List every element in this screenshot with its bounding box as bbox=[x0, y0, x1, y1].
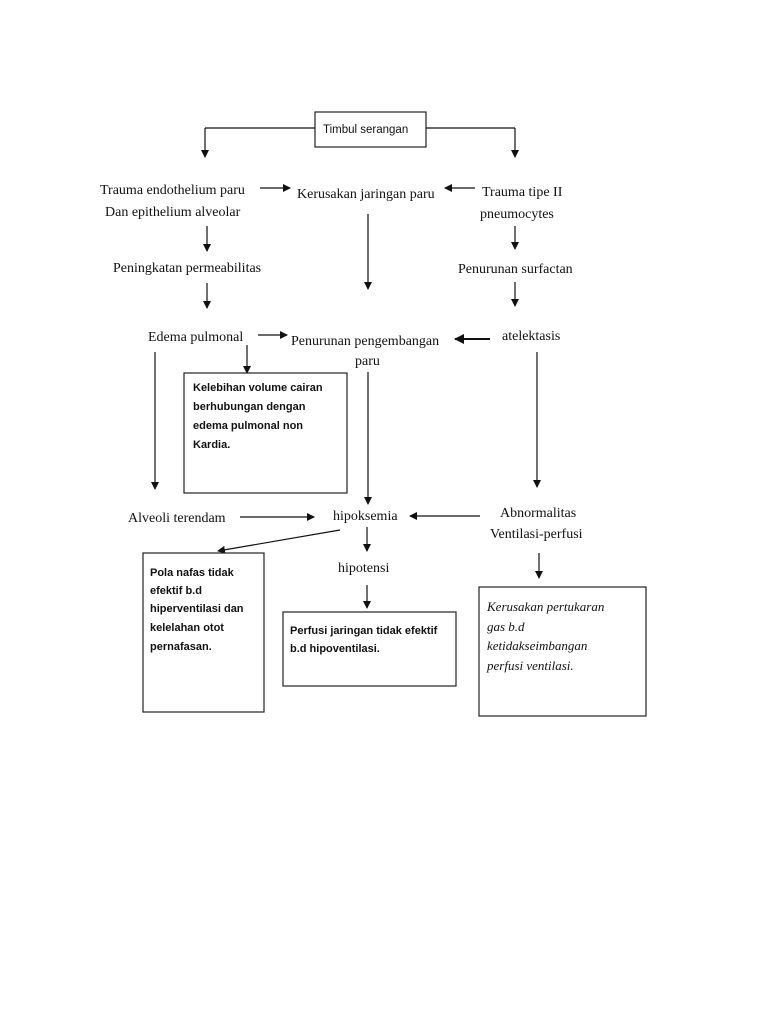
trauma-endothelium-label-2: Dan epithelium alveolar bbox=[105, 205, 241, 220]
penurunan-pengembangan-label: Penurunan pengembangan bbox=[291, 334, 439, 349]
kerusakan-pertukaran-text-4: perfusi ventilasi. bbox=[486, 658, 574, 673]
kerusakan-pertukaran-text-2: gas b.d bbox=[487, 619, 525, 634]
hipotensi-label: hipotensi bbox=[338, 561, 389, 576]
trauma-tipe2-label: Trauma tipe II bbox=[482, 185, 563, 200]
pola-nafas-text-3: hiperventilasi dan bbox=[150, 603, 244, 615]
pola-nafas-text-2: efektif b.d bbox=[150, 585, 202, 597]
kerusakan-jaringan-label: Kerusakan jaringan paru bbox=[297, 187, 435, 202]
kerusakan-pertukaran-text-3: ketidakseimbangan bbox=[487, 638, 587, 653]
timbul-serangan-box bbox=[314, 111, 427, 148]
kelebihan-volume-text-4: Kardia. bbox=[193, 439, 230, 451]
arrow-hipoksemia-to-pola-nafas bbox=[217, 529, 341, 554]
abnormalitas-label-2: Ventilasi-perfusi bbox=[490, 527, 583, 542]
kelebihan-volume-text-1: Kelebihan volume cairan bbox=[193, 382, 323, 394]
trauma-endothelium-label: Trauma endothelium paru bbox=[100, 183, 245, 198]
perfusi-jaringan-box bbox=[282, 611, 457, 687]
pola-nafas-box bbox=[142, 552, 265, 713]
pola-nafas-text-5: pernafasan. bbox=[150, 641, 212, 653]
penurunan-pengembangan-label-2: paru bbox=[355, 354, 380, 369]
timbul-serangan-label: Timbul serangan bbox=[323, 124, 408, 136]
pola-nafas-text-4: kelelahan otot bbox=[150, 622, 224, 634]
abnormalitas-label: Abnormalitas bbox=[500, 506, 576, 521]
perfusi-jaringan-text-1: Perfusi jaringan tidak efektif bbox=[290, 625, 438, 637]
peningkatan-permeabilitas-label: Peningkatan permeabilitas bbox=[113, 261, 261, 276]
kerusakan-pertukaran-text-1: Kerusakan pertukaran bbox=[486, 599, 604, 614]
edema-pulmonal-label: Edema pulmonal bbox=[148, 330, 243, 345]
trauma-tipe2-label-2: pneumocytes bbox=[480, 207, 554, 222]
kerusakan-pertukaran-box bbox=[478, 586, 647, 717]
kelebihan-volume-text-3: edema pulmonal non bbox=[193, 420, 303, 432]
hipoksemia-label: hipoksemia bbox=[333, 509, 398, 524]
perfusi-jaringan-text-2: b.d hipoventilasi. bbox=[290, 643, 380, 655]
pola-nafas-text-1: Pola nafas tidak bbox=[150, 567, 235, 579]
kelebihan-volume-text-2: berhubungan dengan bbox=[193, 401, 306, 413]
penurunan-surfactan-label: Penurunan surfactan bbox=[458, 262, 573, 277]
kelebihan-volume-box bbox=[183, 372, 348, 494]
atelektasis-label: atelektasis bbox=[502, 329, 560, 344]
alveoli-terendam-label: Alveoli terendam bbox=[128, 511, 226, 526]
